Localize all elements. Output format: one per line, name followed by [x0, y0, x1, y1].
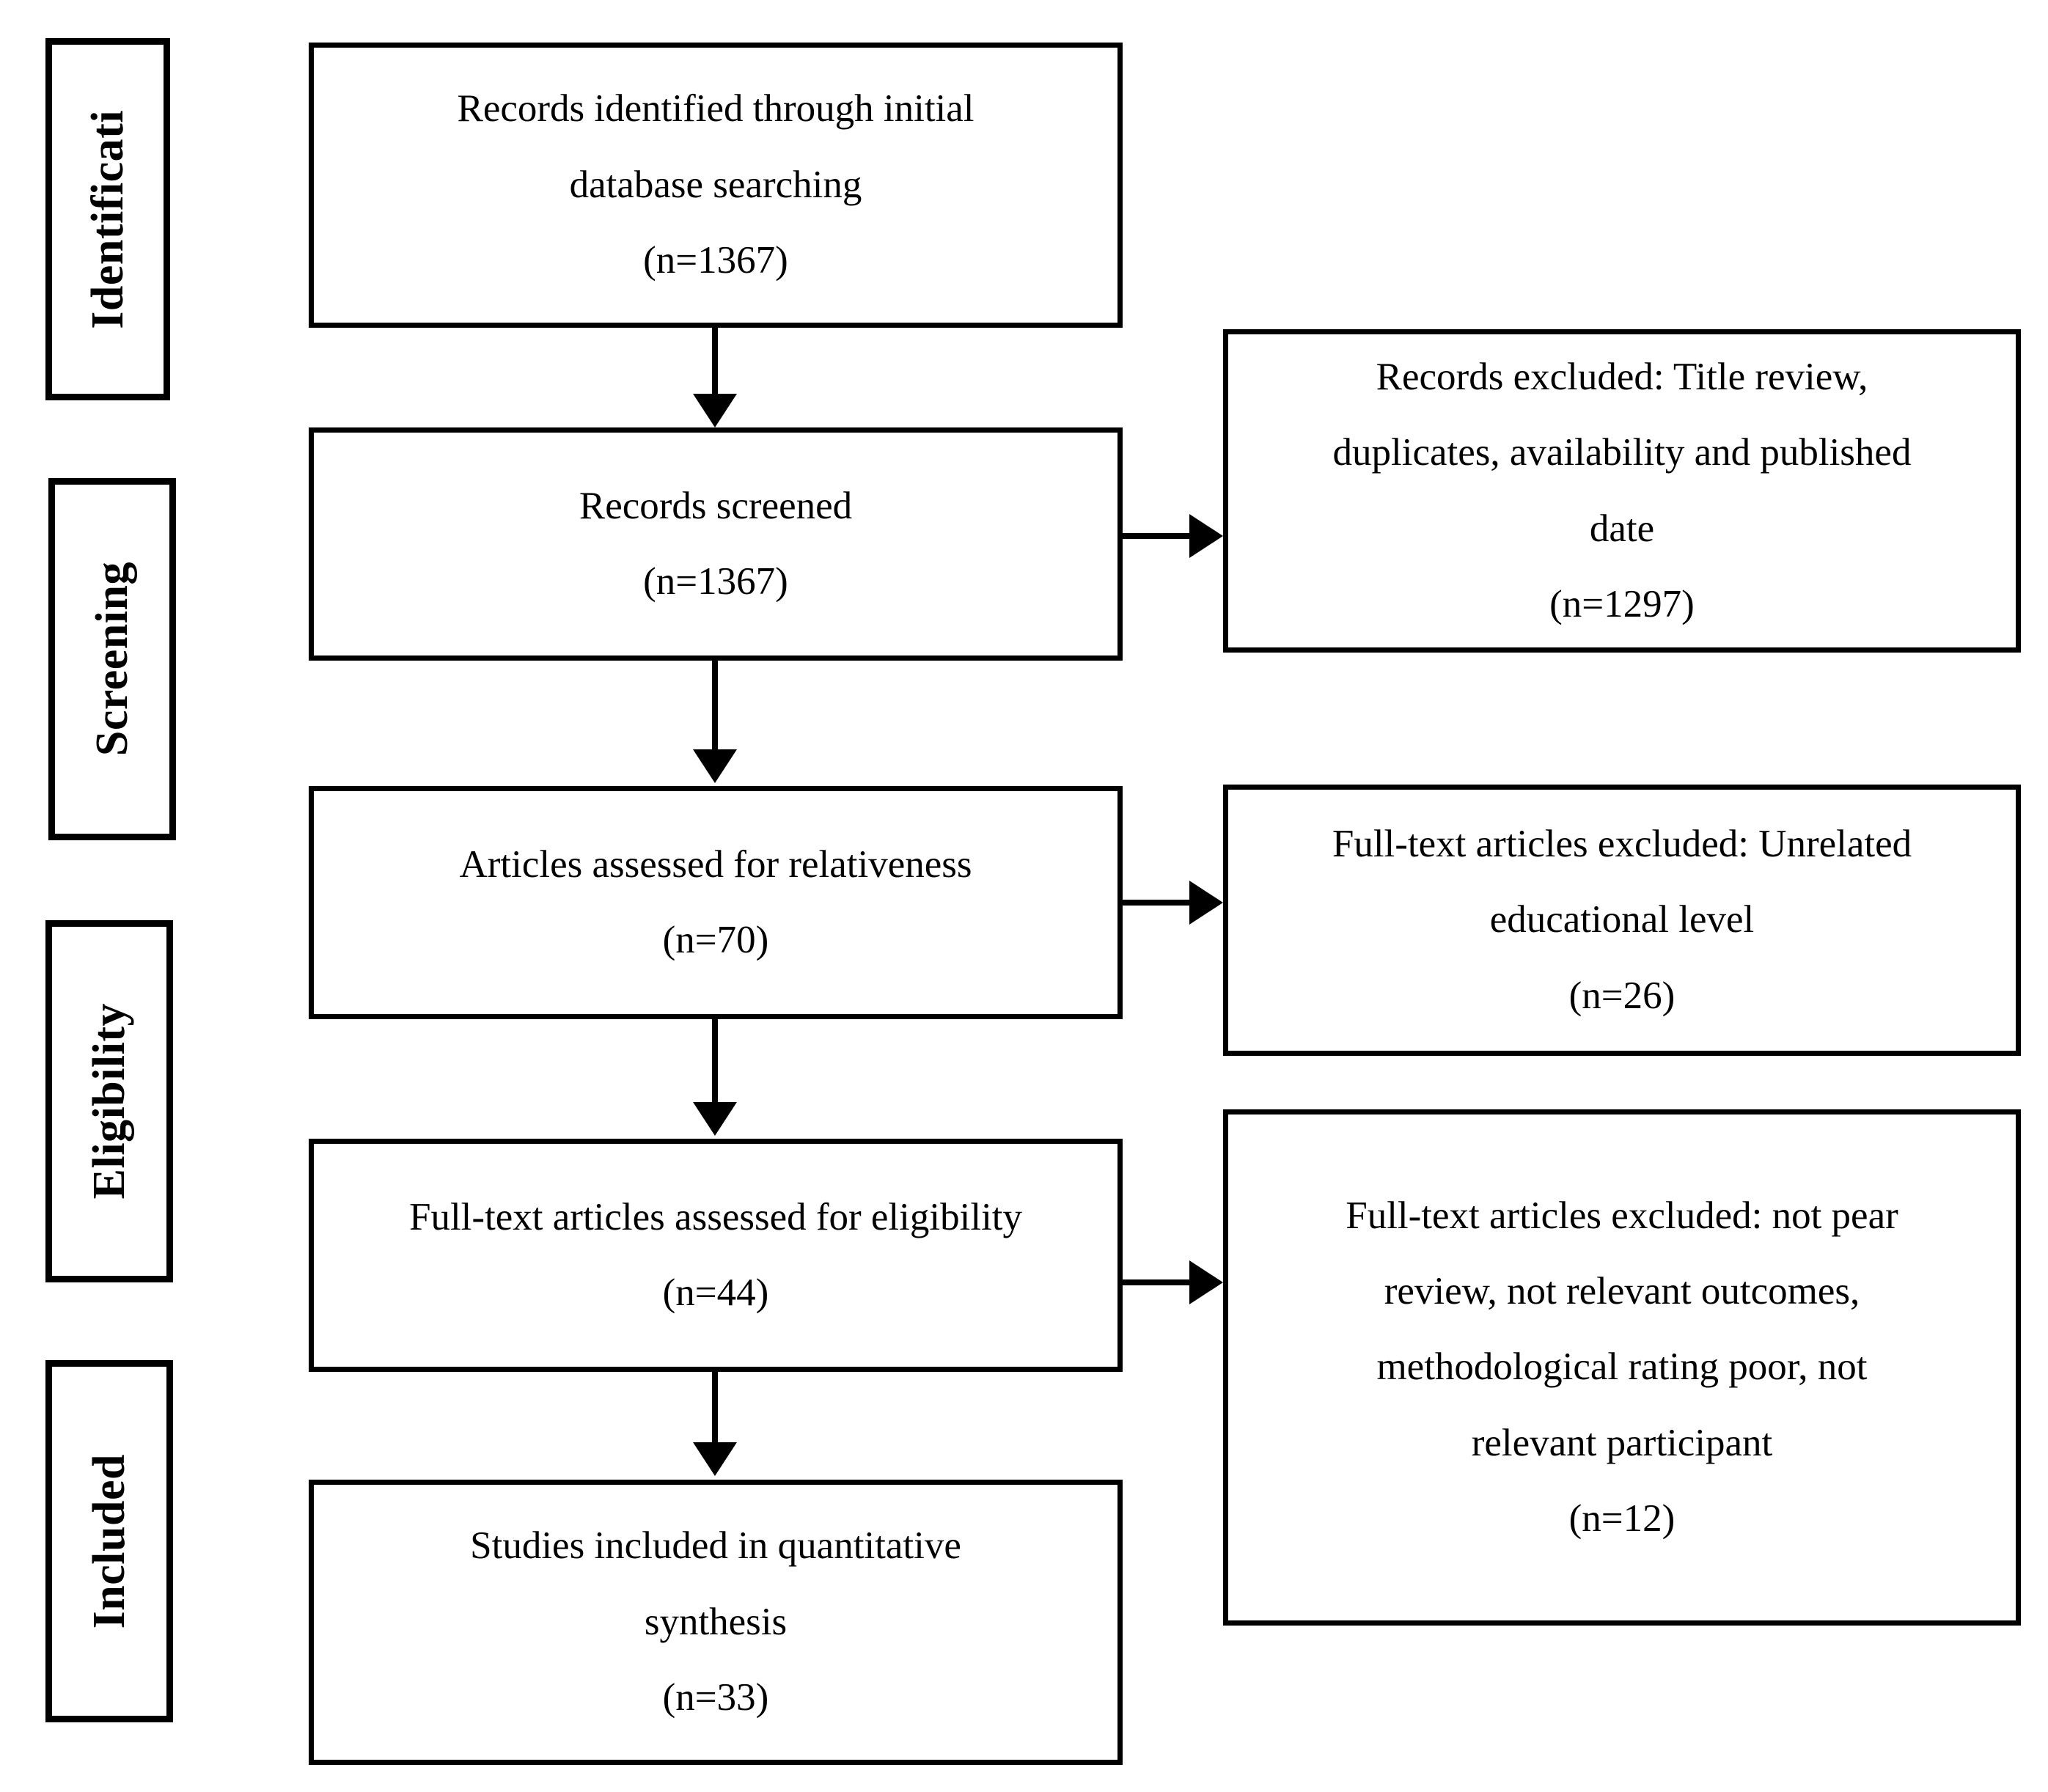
exclusion-box-line: review, not relevant outcomes,: [1384, 1269, 1860, 1312]
arrowhead-relativeness-to-eligibility: [693, 1102, 737, 1136]
connector-line-screened-to-relativeness: [712, 661, 718, 752]
arrowhead-screened-to-relativeness: [693, 749, 737, 783]
flow-box-articles-assessed-relativeness: Articles assessed for relativeness (n=70…: [309, 786, 1123, 1019]
connector-line-screened-to-excluded: [1120, 533, 1193, 539]
flow-box-count: (n=70): [662, 919, 769, 961]
exclusion-box-line: methodological rating poor, not: [1376, 1345, 1868, 1389]
exclusion-box-unrelated-educational-level: Full-text articles excluded: Unrelated e…: [1223, 785, 2021, 1056]
flow-box-records-identified: Records identified through initial datab…: [309, 43, 1123, 328]
flow-box-count: (n=1367): [643, 239, 788, 282]
flow-box-line: Full-text articles assessed for eligibil…: [408, 1195, 1023, 1238]
connector-line-eligibility-to-included: [712, 1372, 718, 1445]
arrowhead-eligibility-to-excluded: [1189, 1260, 1223, 1304]
stage-box-identification: Identificati: [45, 38, 170, 400]
flow-box-studies-included: Studies included in quantitative synthes…: [309, 1480, 1123, 1765]
exclusion-box-count: (n=12): [1568, 1497, 1676, 1541]
connector-line-eligibility-to-excluded: [1120, 1279, 1193, 1285]
exclusion-box-count: (n=26): [1568, 974, 1676, 1017]
exclusion-box-other-reasons: Full-text articles excluded: not pear re…: [1223, 1109, 2021, 1626]
connector-line-identified-to-screened: [712, 328, 718, 398]
exclusion-box-line: Full-text articles excluded: not pear: [1346, 1194, 1898, 1237]
flow-box-records-screened: Records screened (n=1367): [309, 427, 1123, 661]
connector-line-relativeness-to-excluded: [1120, 900, 1193, 906]
flow-box-count: (n=1367): [643, 560, 788, 603]
arrowhead-eligibility-to-included: [693, 1442, 737, 1476]
stage-label-eligibility: Eligibility: [84, 1003, 134, 1200]
exclusion-box-line: duplicates, availability and published: [1332, 431, 1912, 474]
stage-box-included: Included: [45, 1360, 173, 1722]
flow-box-line: Articles assessed for relativeness: [459, 842, 972, 886]
stage-label-identification: Identificati: [83, 109, 133, 329]
exclusion-box-line: relevant participant: [1471, 1421, 1773, 1464]
flow-box-line: Records screened: [579, 484, 853, 527]
stage-label-screening: Screening: [87, 562, 137, 757]
flow-box-line: database searching: [569, 163, 862, 206]
stage-label-included: Included: [84, 1453, 134, 1629]
exclusion-box-records-excluded: Records excluded: Title review, duplicat…: [1223, 329, 2021, 653]
connector-line-relativeness-to-eligibility: [712, 1019, 718, 1105]
flow-box-line: Records identified through initial: [457, 87, 975, 131]
flow-box-full-text-assessed-eligibility: Full-text articles assessed for eligibil…: [309, 1139, 1123, 1372]
exclusion-box-line: Records excluded: Title review,: [1376, 355, 1868, 398]
flow-box-line: synthesis: [644, 1600, 788, 1643]
stage-box-screening: Screening: [48, 478, 176, 840]
arrowhead-identified-to-screened: [693, 394, 737, 427]
exclusion-box-line: Full-text articles excluded: Unrelated: [1332, 822, 1912, 865]
flow-box-count: (n=33): [662, 1676, 769, 1719]
flow-box-count: (n=44): [662, 1271, 769, 1314]
exclusion-box-count: (n=1297): [1549, 582, 1695, 625]
arrowhead-screened-to-excluded: [1189, 514, 1223, 558]
arrowhead-relativeness-to-excluded: [1189, 881, 1223, 925]
flow-box-line: Studies included in quantitative: [470, 1524, 961, 1568]
exclusion-box-line: educational level: [1489, 898, 1755, 941]
stage-box-eligibility: Eligibility: [45, 920, 173, 1282]
exclusion-box-line: date: [1589, 507, 1655, 550]
